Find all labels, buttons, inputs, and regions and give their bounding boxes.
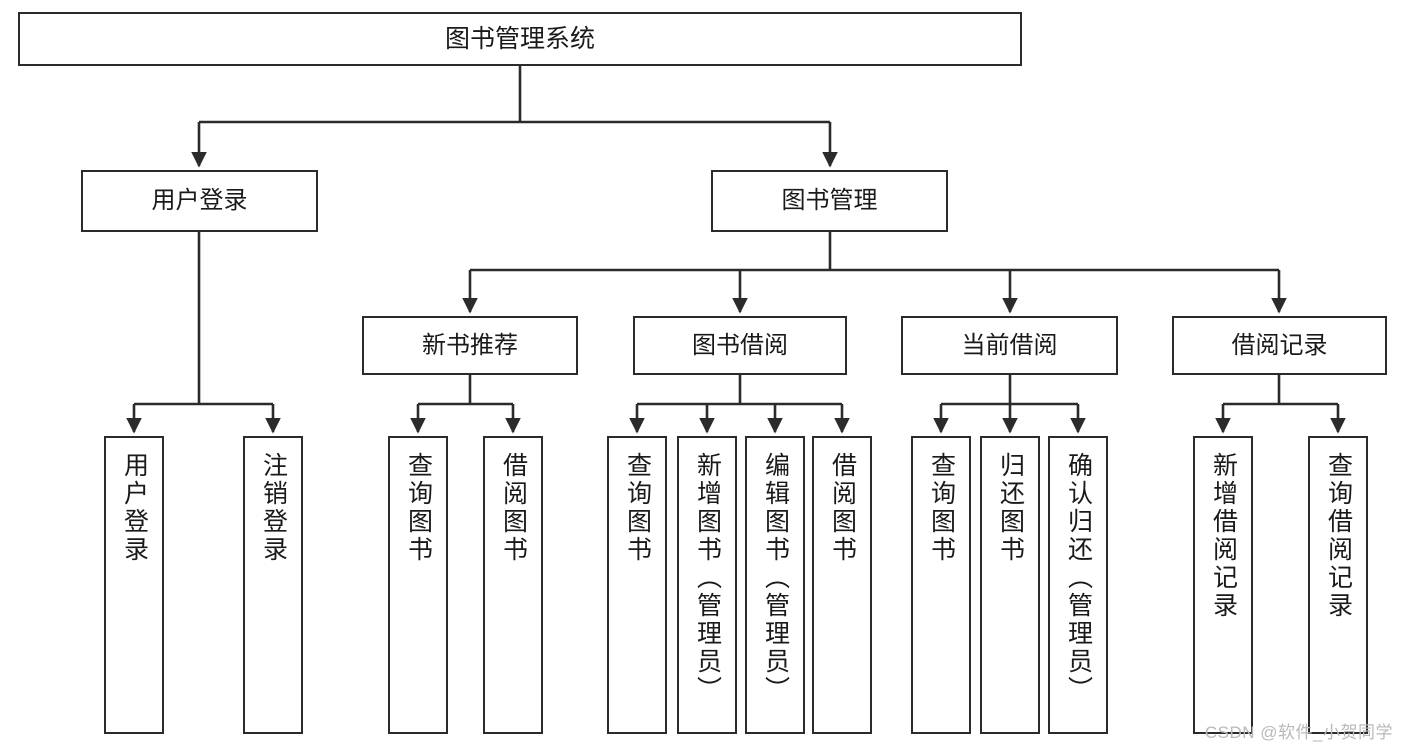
node-label: 用户登录: [120, 452, 149, 564]
leaf-query-borrow-record[interactable]: 查询借阅记录: [1308, 436, 1368, 734]
node-label: 归还图书: [996, 452, 1025, 564]
leaf-query-book-newbook[interactable]: 查询图书: [388, 436, 448, 734]
node-label: 借阅图书: [499, 452, 528, 564]
leaf-query-book-borrow[interactable]: 查询图书: [607, 436, 667, 734]
node-label: 用户登录: [151, 187, 248, 215]
node-current-borrow[interactable]: 当前借阅: [901, 316, 1118, 375]
node-label: 新增图书（管理员）: [693, 452, 722, 704]
node-book-management[interactable]: 图书管理: [711, 170, 948, 232]
node-label: 确认归还（管理员）: [1064, 452, 1093, 704]
node-label: 借阅记录: [1231, 331, 1328, 359]
leaf-borrow-book-borrow[interactable]: 借阅图书: [812, 436, 872, 734]
node-label: 注销登录: [259, 452, 288, 564]
node-label: 查询图书: [927, 452, 956, 564]
leaf-edit-book-admin[interactable]: 编辑图书（管理员）: [745, 436, 805, 734]
node-label: 查询借阅记录: [1324, 452, 1353, 620]
node-user-login[interactable]: 用户登录: [81, 170, 318, 232]
node-label: 新书推荐: [422, 331, 518, 359]
node-label: 当前借阅: [961, 331, 1058, 359]
node-label: 编辑图书（管理员）: [761, 452, 790, 704]
node-new-book-recommend[interactable]: 新书推荐: [362, 316, 578, 375]
node-label: 新增借阅记录: [1209, 452, 1238, 620]
node-book-borrow[interactable]: 图书借阅: [633, 316, 847, 375]
watermark: CSDN @软件_小贺同学: [1204, 723, 1393, 742]
node-label: 图书管理: [781, 187, 878, 215]
node-label: 查询图书: [404, 452, 433, 564]
node-label: 图书管理系统: [444, 24, 595, 53]
leaf-return-book[interactable]: 归还图书: [980, 436, 1040, 734]
node-root-system[interactable]: 图书管理系统: [18, 12, 1022, 66]
leaf-user-login[interactable]: 用户登录: [104, 436, 164, 734]
leaf-add-book-admin[interactable]: 新增图书（管理员）: [677, 436, 737, 734]
node-borrow-record[interactable]: 借阅记录: [1172, 316, 1387, 375]
node-label: 图书借阅: [692, 331, 788, 359]
node-label: 查询图书: [623, 452, 652, 564]
leaf-logout[interactable]: 注销登录: [243, 436, 303, 734]
leaf-query-book-current[interactable]: 查询图书: [911, 436, 971, 734]
leaf-confirm-return-admin[interactable]: 确认归还（管理员）: [1048, 436, 1108, 734]
leaf-add-borrow-record[interactable]: 新增借阅记录: [1193, 436, 1253, 734]
node-label: 借阅图书: [828, 452, 857, 564]
leaf-borrow-book-newbook[interactable]: 借阅图书: [483, 436, 543, 734]
